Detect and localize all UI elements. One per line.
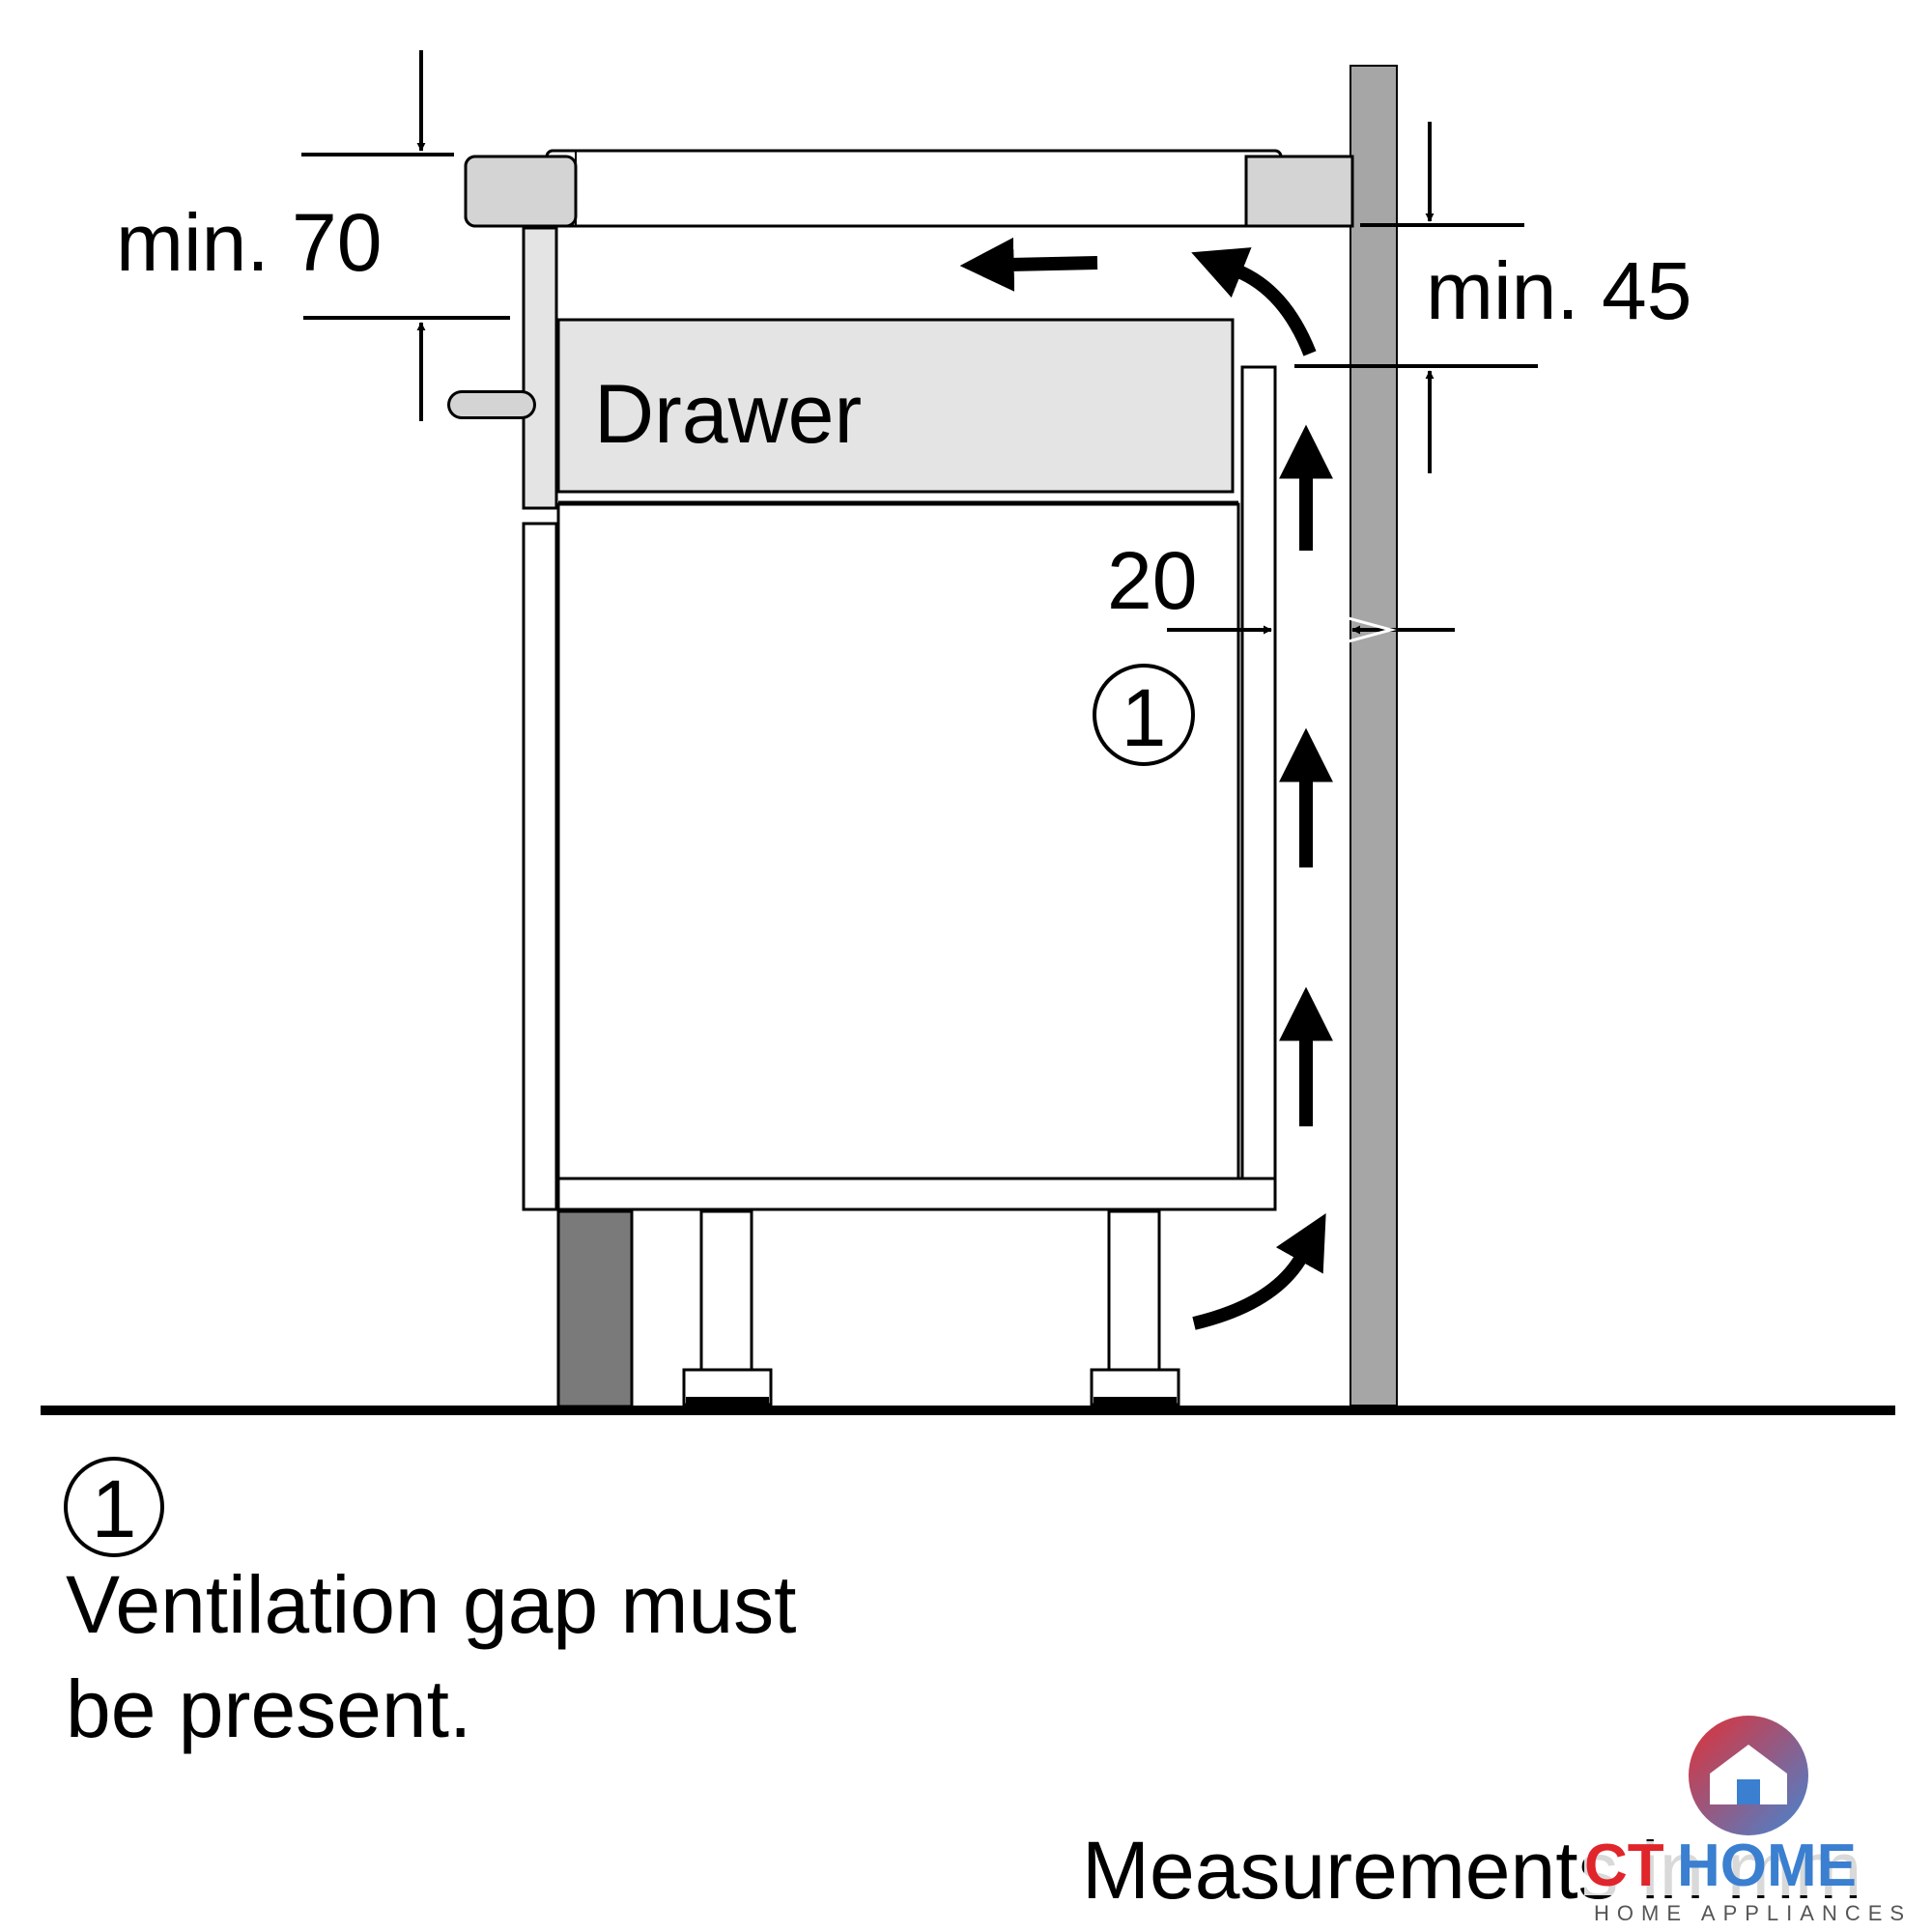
dimension-label-min45: min. 45 [1426, 245, 1691, 336]
callout-number: 1 [1122, 672, 1167, 763]
legend-line-1: Ventilation gap must [66, 1559, 797, 1650]
brand-name-blue: HOME [1677, 1833, 1857, 1899]
legend-number: 1 [92, 1463, 137, 1554]
brand-watermark: CT HOME HOME APPLIANCES [1584, 1716, 1912, 1925]
airflow-arrow-horizontal [959, 237, 1098, 292]
plinth [556, 1209, 634, 1408]
cabinet-leg [682, 1209, 773, 1406]
airflow-arrow-curved-top [1191, 247, 1317, 356]
drawer-label: Drawer [594, 368, 862, 461]
callout-marker: 1 [1093, 664, 1195, 766]
dimension-label-20: 20 [1107, 535, 1197, 626]
legend: 1 Ventilation gap must be present. [64, 1457, 797, 1754]
dimension-wall-gap-top [1294, 122, 1538, 473]
cabinet-leg [1090, 1209, 1180, 1406]
drawer [556, 318, 1235, 494]
airflow-arrow-curved-bottom [1192, 1213, 1326, 1330]
worktop [464, 149, 1354, 228]
cabinet [522, 365, 1277, 1211]
dimension-worktop-clearance [301, 50, 510, 421]
legend-line-2: be present. [66, 1663, 471, 1754]
dimension-wall-gap-side [1167, 616, 1455, 643]
brand-name-red: CT [1584, 1833, 1664, 1899]
wall [1350, 65, 1398, 1406]
brand-tagline: HOME APPLIANCES [1594, 1901, 1912, 1925]
drawer-front [522, 226, 558, 510]
dimension-label-min70: min. 70 [116, 197, 382, 288]
